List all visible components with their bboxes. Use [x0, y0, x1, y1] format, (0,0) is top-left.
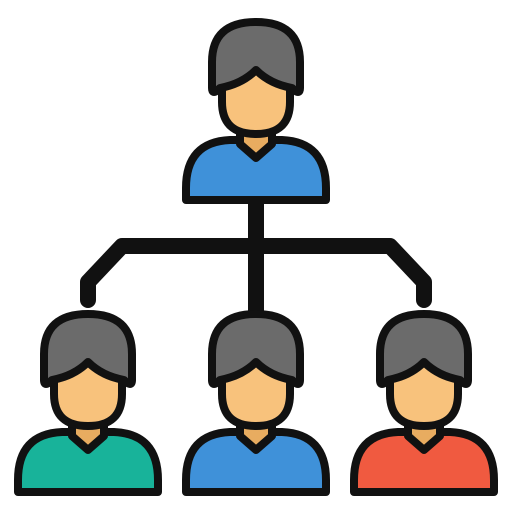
hair-top	[208, 18, 304, 96]
hair-bottom-left	[40, 310, 136, 388]
person-top	[182, 18, 330, 204]
shirt-bottom-center	[182, 428, 330, 496]
connector-branch-line	[80, 238, 432, 308]
connector-lines	[80, 192, 432, 326]
shirt-bottom-left	[14, 428, 162, 496]
hair-bottom-right	[376, 310, 472, 388]
person-bottom-left	[14, 310, 162, 496]
shirt-bottom-right	[350, 428, 498, 496]
hair-bottom-center	[208, 310, 304, 388]
people-group	[14, 18, 498, 496]
person-bottom-center	[182, 310, 330, 496]
shirt-top	[182, 136, 330, 204]
person-bottom-right	[350, 310, 498, 496]
